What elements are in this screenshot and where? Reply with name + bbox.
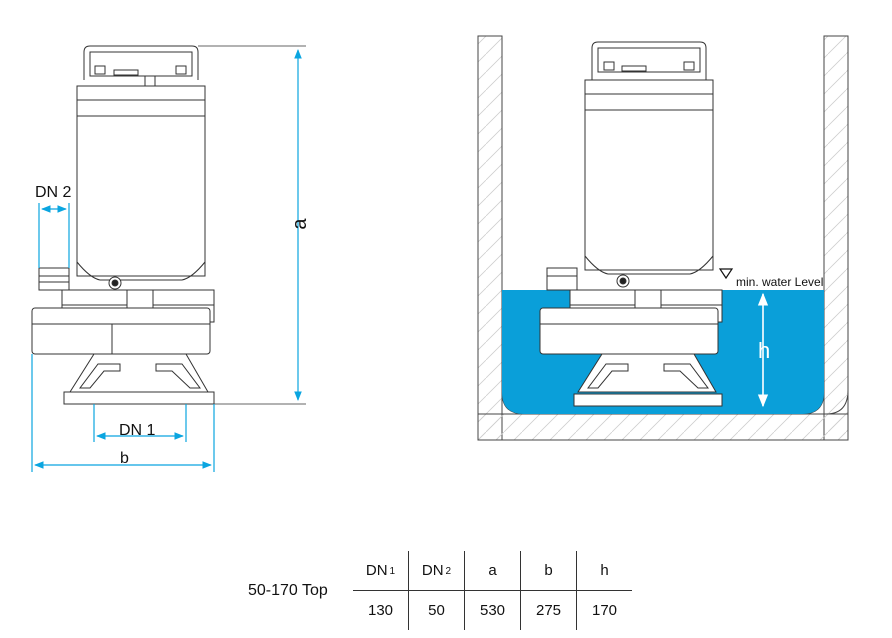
left-dimensions	[31, 45, 306, 472]
outlet-pipe	[38, 267, 70, 291]
volute	[31, 307, 211, 355]
dim-label-h: h	[758, 338, 770, 363]
dim-label-dn1: DN 1	[119, 422, 156, 439]
value-h: 170	[576, 590, 632, 630]
pump-dimension-drawing: a DN 2 DN 1 b	[31, 35, 849, 472]
header-b: b	[520, 551, 577, 591]
dim-label-a: a	[289, 218, 311, 230]
value-a: 530	[464, 590, 521, 630]
value-dn1: 130	[367, 602, 394, 619]
motor-body	[76, 115, 206, 277]
left-pump	[31, 45, 215, 405]
spec-value-row: 130 50 530 275 170	[353, 590, 632, 630]
header-a: a	[464, 551, 521, 591]
model-name: 50-170 Top	[248, 582, 328, 599]
dim-label-b: b	[120, 450, 129, 467]
water-level-triangle-icon	[718, 268, 734, 280]
header-h: h	[576, 551, 632, 591]
base-plate	[63, 391, 215, 405]
right-pump	[539, 41, 723, 407]
pump-handle	[83, 45, 199, 80]
dim-label-dn2: DN 2	[35, 184, 72, 201]
value-dn2: 50	[408, 590, 465, 630]
value-b: 275	[520, 590, 577, 630]
water-level-label: min. water Level	[736, 275, 823, 289]
